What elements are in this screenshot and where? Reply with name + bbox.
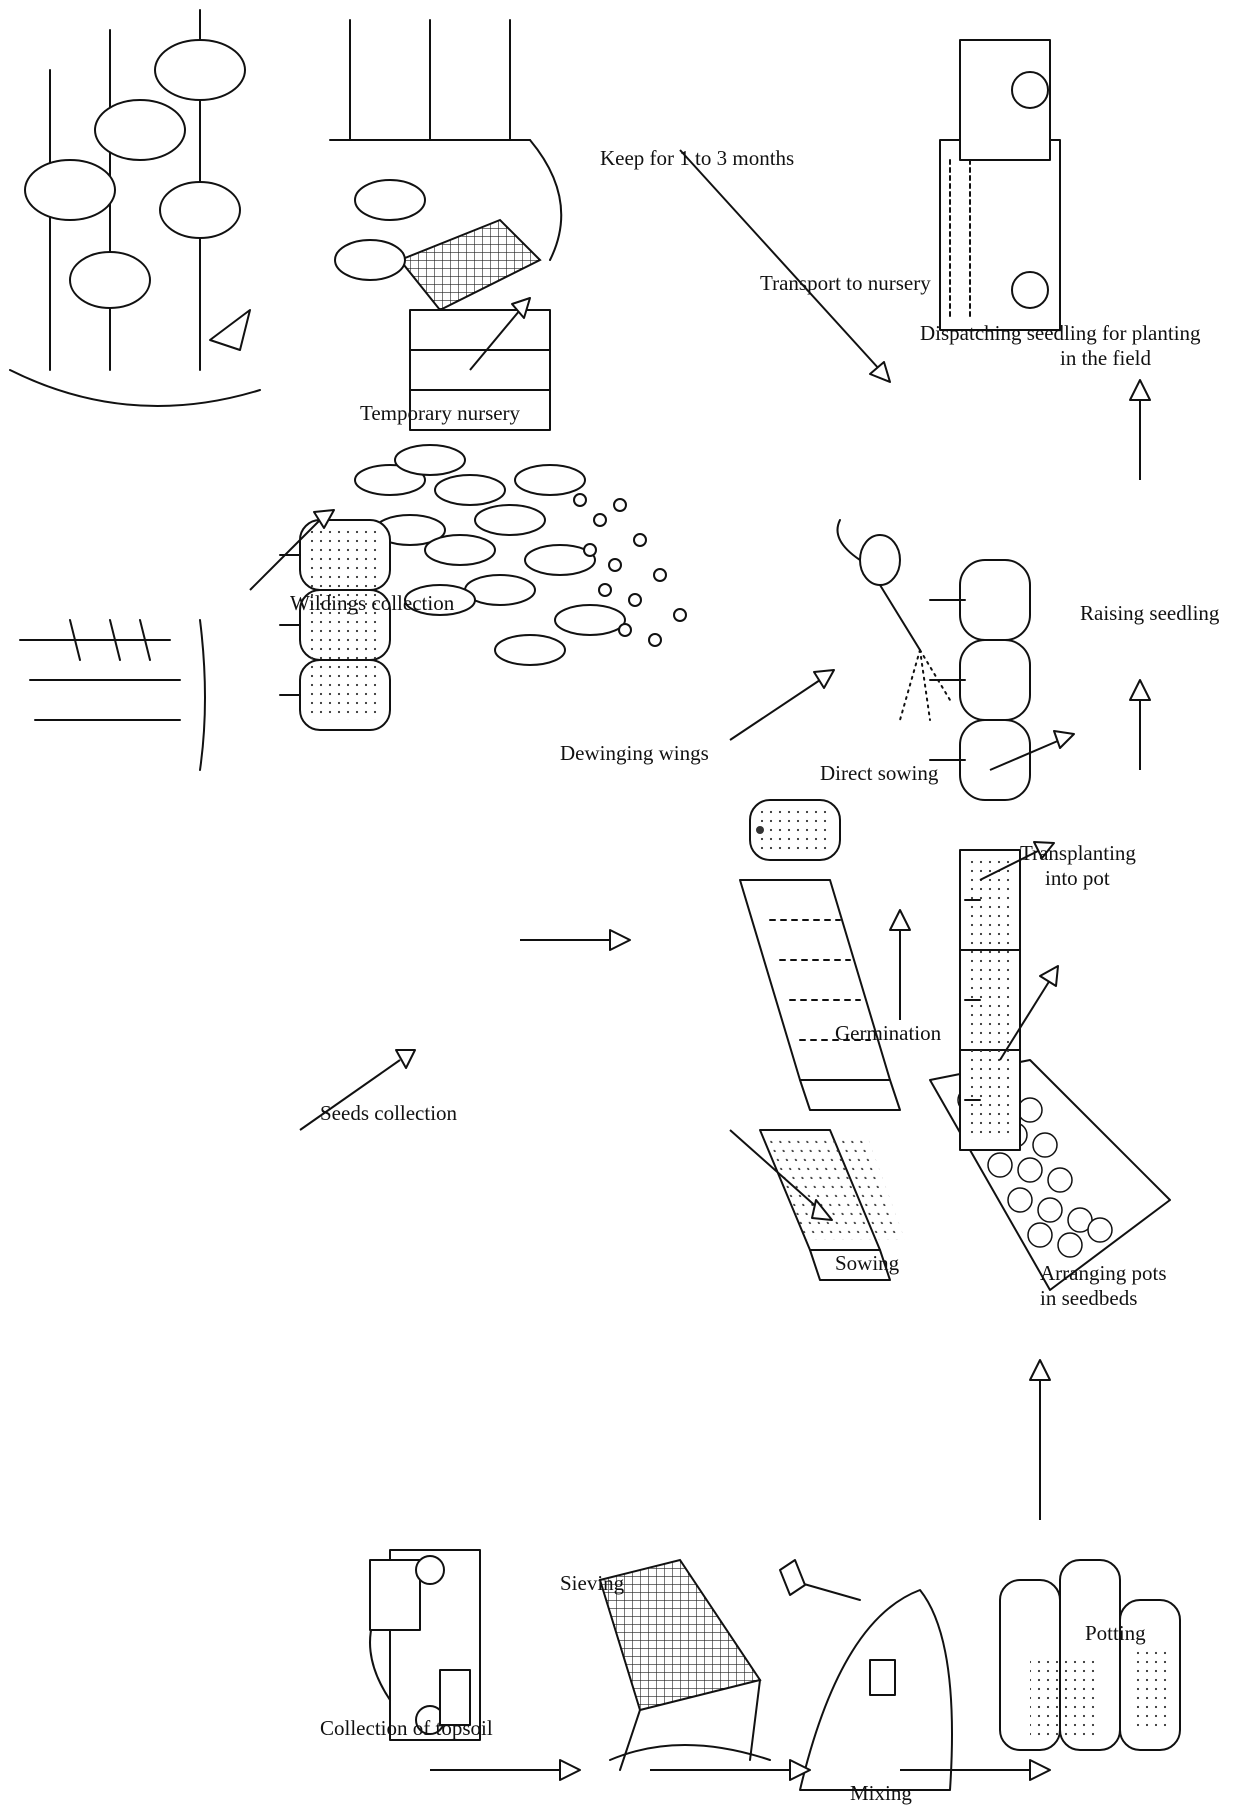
direct-sowing-pot-icon [750,800,840,860]
arrow-mixing-to-potting [900,1760,1050,1780]
soil-mound-shovel-icon [780,1560,952,1790]
label-sowing: Sowing [835,1251,900,1275]
raising-seedling-pots-icon [930,560,1030,800]
germination-tray-icon [740,880,900,1110]
temporary-nursery-icon [330,20,561,430]
young-trees-icon [20,620,205,770]
label-sieving: Sieving [560,1571,625,1595]
label-transplanting-line2: into pot [1045,866,1110,890]
label-mixing: Mixing [850,1781,912,1805]
arrow-sieve-to-mixing [650,1760,810,1780]
forest-trees-icon [10,10,260,406]
sieve-icon [600,1560,770,1770]
arrow-dewinged-to-direct [730,670,834,740]
arrow-potting-to-seedbed [1030,1360,1050,1520]
arrow-topsoil-to-sieve [430,1760,580,1780]
wildings-pots-icon [280,520,390,730]
watering-can-icon [838,520,951,720]
label-seeds-collection: Seeds collection [320,1101,458,1125]
label-potting: Potting [1085,1621,1146,1645]
label-dispatching-line1: Dispatching seedling for planting [920,321,1201,345]
winged-seeds-icon [355,445,625,665]
label-temporary-nursery: Temporary nursery [360,401,521,425]
label-transport-to-nursery: Transport to nursery [760,271,931,295]
dispatch-truck-icon [940,40,1060,330]
label-collection-of-topsoil: Collection of topsoil [320,1716,493,1740]
label-direct-sowing: Direct sowing [820,761,939,785]
label-keep-for-months: Keep for 1 to 3 months [600,146,794,170]
arrow-seeds-to-dewinged [520,930,630,950]
pots-icon [1000,1560,1180,1750]
label-dispatching-line2: in the field [1060,346,1151,370]
transplanted-pots-icon [960,850,1020,1150]
label-transplanting-line1: Transplanting [1020,841,1136,865]
arrow-nursery-to-transport [680,150,890,382]
label-raising-seedling: Raising seedling [1080,601,1220,625]
arrow-sowing-to-germination [890,910,910,1020]
label-arranging-pots-line1: Arranging pots [1040,1261,1167,1285]
topsoil-truck-icon [370,1550,480,1740]
label-wildings-collection: Wildings collection [290,591,455,615]
label-germination: Germination [835,1021,942,1045]
arrow-transplant-to-raising [1130,680,1150,770]
arrow-raising-to-dispatch [1130,380,1150,480]
label-dewinging-wings: Dewinging wings [560,741,709,765]
label-arranging-pots-line2: in seedbeds [1040,1286,1137,1310]
